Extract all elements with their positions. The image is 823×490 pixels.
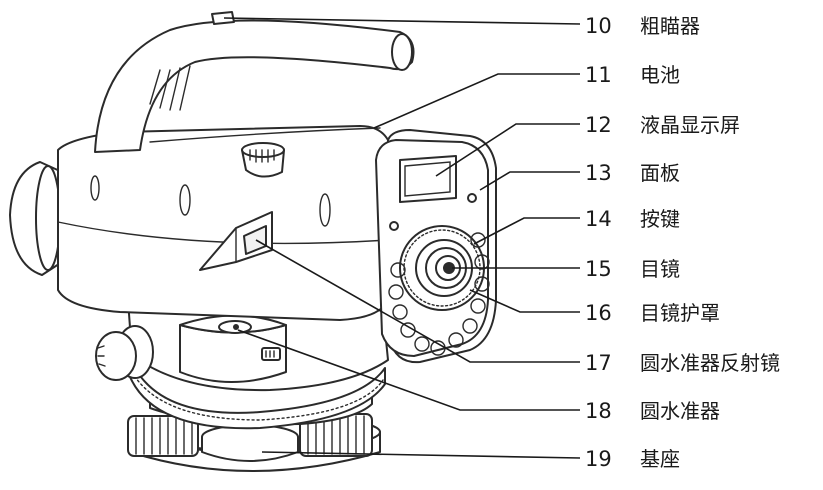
- instrument-body: [9, 125, 389, 321]
- callout-number: 14: [585, 207, 612, 231]
- callout-number: 16: [585, 301, 612, 325]
- foot-screw-left: [127, 415, 199, 457]
- callout-label: 圆水准器: [640, 399, 720, 423]
- callout-12: 12 液晶显示屏: [585, 113, 740, 137]
- callout-number: 10: [585, 14, 612, 38]
- callout-number: 19: [585, 447, 612, 471]
- callout-label: 面板: [640, 161, 680, 185]
- callout-number: 15: [585, 257, 612, 281]
- leader-lines: [223, 17, 581, 459]
- lcd-screen: [399, 155, 457, 203]
- callout-10: 10 粗瞄器: [585, 14, 700, 38]
- callout-label: 目镜: [640, 257, 680, 281]
- callout-label: 目镜护罩: [640, 301, 720, 325]
- callout-label: 粗瞄器: [640, 14, 700, 38]
- bubble-mirror: [199, 211, 273, 271]
- callout-17: 17 圆水准器反射镜: [585, 351, 780, 375]
- circular-bubble-housing: [179, 314, 287, 383]
- callout-11: 11 电池: [585, 63, 680, 87]
- callout-13: 13 面板: [585, 161, 680, 185]
- focus-knob: [241, 142, 285, 178]
- callout-label: 电池: [640, 63, 680, 87]
- callout-number: 11: [585, 63, 612, 87]
- keypad: [388, 232, 490, 356]
- callout-19: 19 基座: [585, 447, 680, 471]
- callout-label: 基座: [640, 447, 680, 471]
- callout-label: 按键: [640, 207, 680, 231]
- callout-label: 圆水准器反射镜: [640, 351, 780, 375]
- horizontal-drive-knob: [95, 325, 154, 381]
- callout-14: 14 按键: [585, 207, 680, 231]
- callout-label: 液晶显示屏: [640, 113, 740, 137]
- callout-number: 17: [585, 351, 612, 375]
- carrying-handle: [94, 11, 415, 153]
- callout-16: 16 目镜护罩: [585, 301, 720, 325]
- callout-15: 15 目镜: [585, 257, 680, 281]
- eyepiece: [399, 225, 485, 311]
- callout-number: 12: [585, 113, 612, 137]
- callout-number: 18: [585, 399, 612, 423]
- callout-18: 18 圆水准器: [585, 399, 720, 423]
- rear-panel: [375, 129, 497, 364]
- callout-number: 13: [585, 161, 612, 185]
